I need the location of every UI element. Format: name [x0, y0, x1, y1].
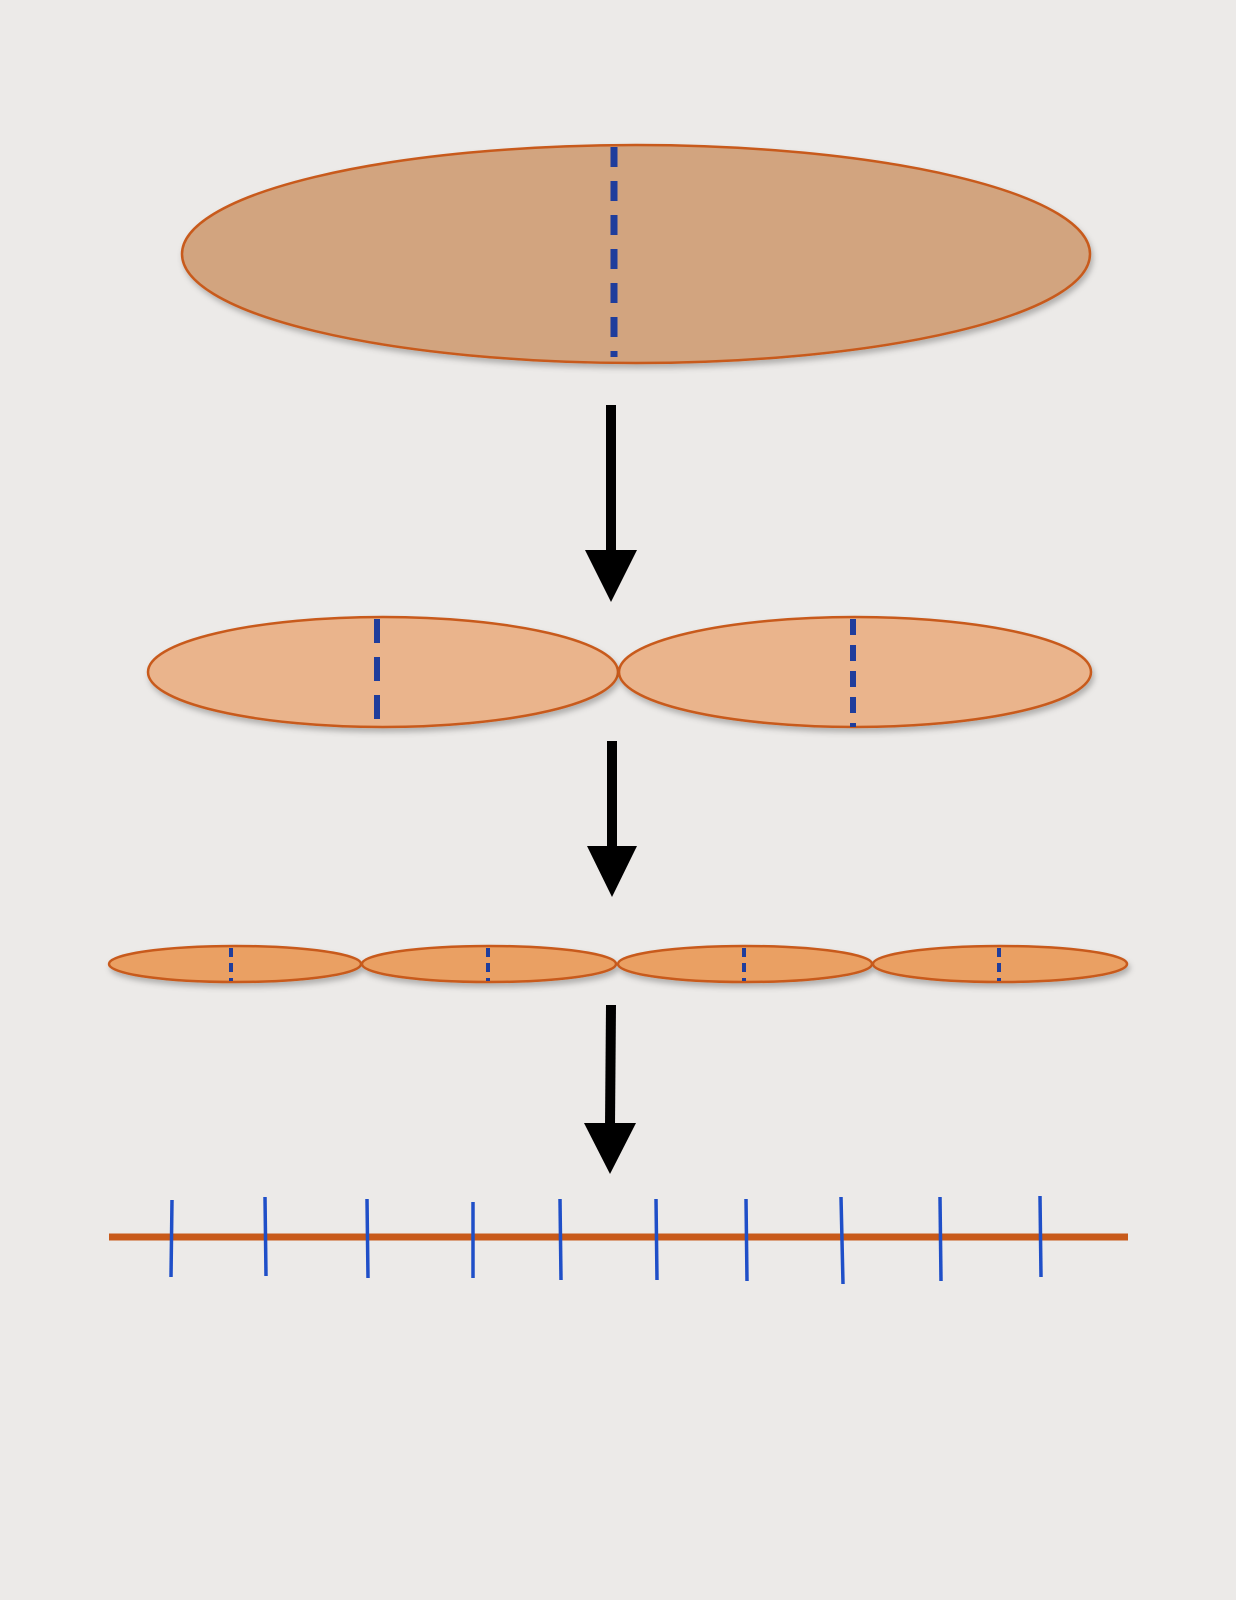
stage-2-cell [146, 615, 620, 729]
tick-mark [654, 1198, 659, 1281]
stage-4-ticks [169, 1195, 1043, 1285]
tick-mark [839, 1196, 845, 1285]
stage-1-group [180, 143, 1092, 365]
down-arrow-icon [587, 741, 637, 897]
stage-4-group [109, 1195, 1128, 1285]
stage-2-group [146, 615, 1093, 729]
stage-3-group [107, 944, 1129, 984]
stage-3-cell [107, 944, 363, 984]
tick-mark [169, 1199, 174, 1278]
tick-mark [938, 1196, 943, 1282]
tick-mark [1038, 1195, 1043, 1278]
tick-mark [744, 1198, 749, 1282]
down-arrow-icon [585, 405, 637, 602]
tick-mark [263, 1196, 268, 1277]
stage-1-cell [180, 143, 1092, 365]
down-arrow-icon [584, 1004, 636, 1174]
tick-mark [558, 1198, 563, 1281]
tick-mark [365, 1198, 370, 1279]
